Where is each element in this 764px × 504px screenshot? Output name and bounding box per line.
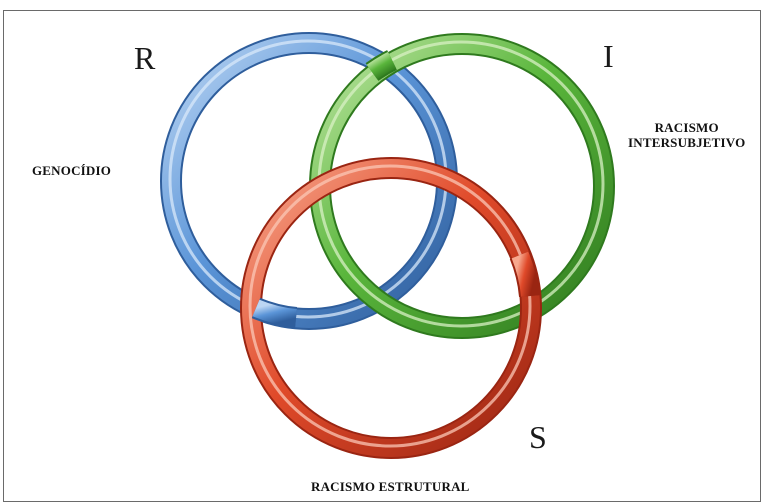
- letter-s: S: [529, 419, 547, 455]
- ring-r: [160, 32, 458, 330]
- ring-s: [240, 157, 542, 459]
- crossing-blue-over-red: [251, 297, 298, 329]
- crossing-red-over-green: [509, 250, 541, 298]
- crossing-green-over-blue: [365, 50, 398, 82]
- label-genocidio: GENOCÍDIO: [32, 163, 112, 178]
- label-racismo-intersubjetivo-line2: INTERSUBJETIVO: [628, 134, 746, 150]
- label-racismo-intersubjetivo-line1: RACISMO: [654, 120, 719, 135]
- label-racismo-intersubjetivo: RACISMO INTERSUBJETIVO: [628, 120, 746, 151]
- letter-r: R: [134, 40, 156, 76]
- letter-i: I: [603, 38, 614, 74]
- diagram-frame: [3, 10, 761, 502]
- label-racismo-estrutural: RACISMO ESTRUTURAL: [311, 479, 470, 494]
